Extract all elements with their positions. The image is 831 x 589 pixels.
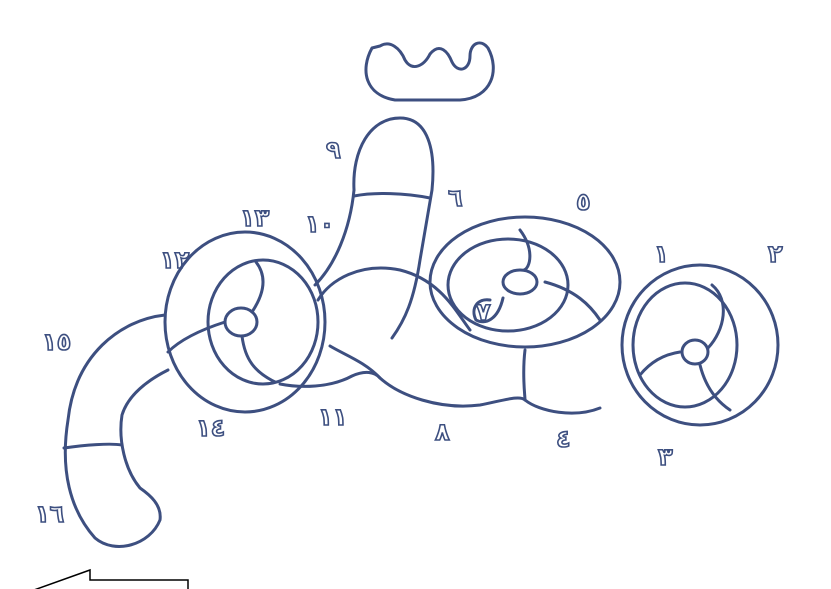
label-segment-15: ١٥ [42,328,71,356]
label-segment-14: ١٤ [196,414,225,442]
direction-arrow-left [20,570,188,589]
label-segment-10: ١٠ [305,210,334,238]
label-segment-7: ٧ [476,298,491,326]
label-segment-2: ٢ [768,240,783,268]
label-segment-3: ٣ [658,443,673,471]
label-segment-11: ١١ [318,403,347,431]
label-segment-4: ٤ [556,425,571,453]
spiral-center [430,217,620,347]
label-segment-6: ٦ [448,184,463,212]
label-segment-9: ٩ [326,136,341,164]
label-segment-16: ١٦ [35,500,64,528]
label-segment-13: ١٣ [240,204,270,232]
tube-tail [64,315,168,546]
label-segment-1: ١ [654,240,669,268]
label-segment-5: ٥ [576,188,591,216]
label-segment-8: ٨ [435,418,450,446]
label-segment-12: ١٢ [160,246,190,274]
tube-middle [280,268,600,413]
letter-seen-outline [366,43,493,100]
